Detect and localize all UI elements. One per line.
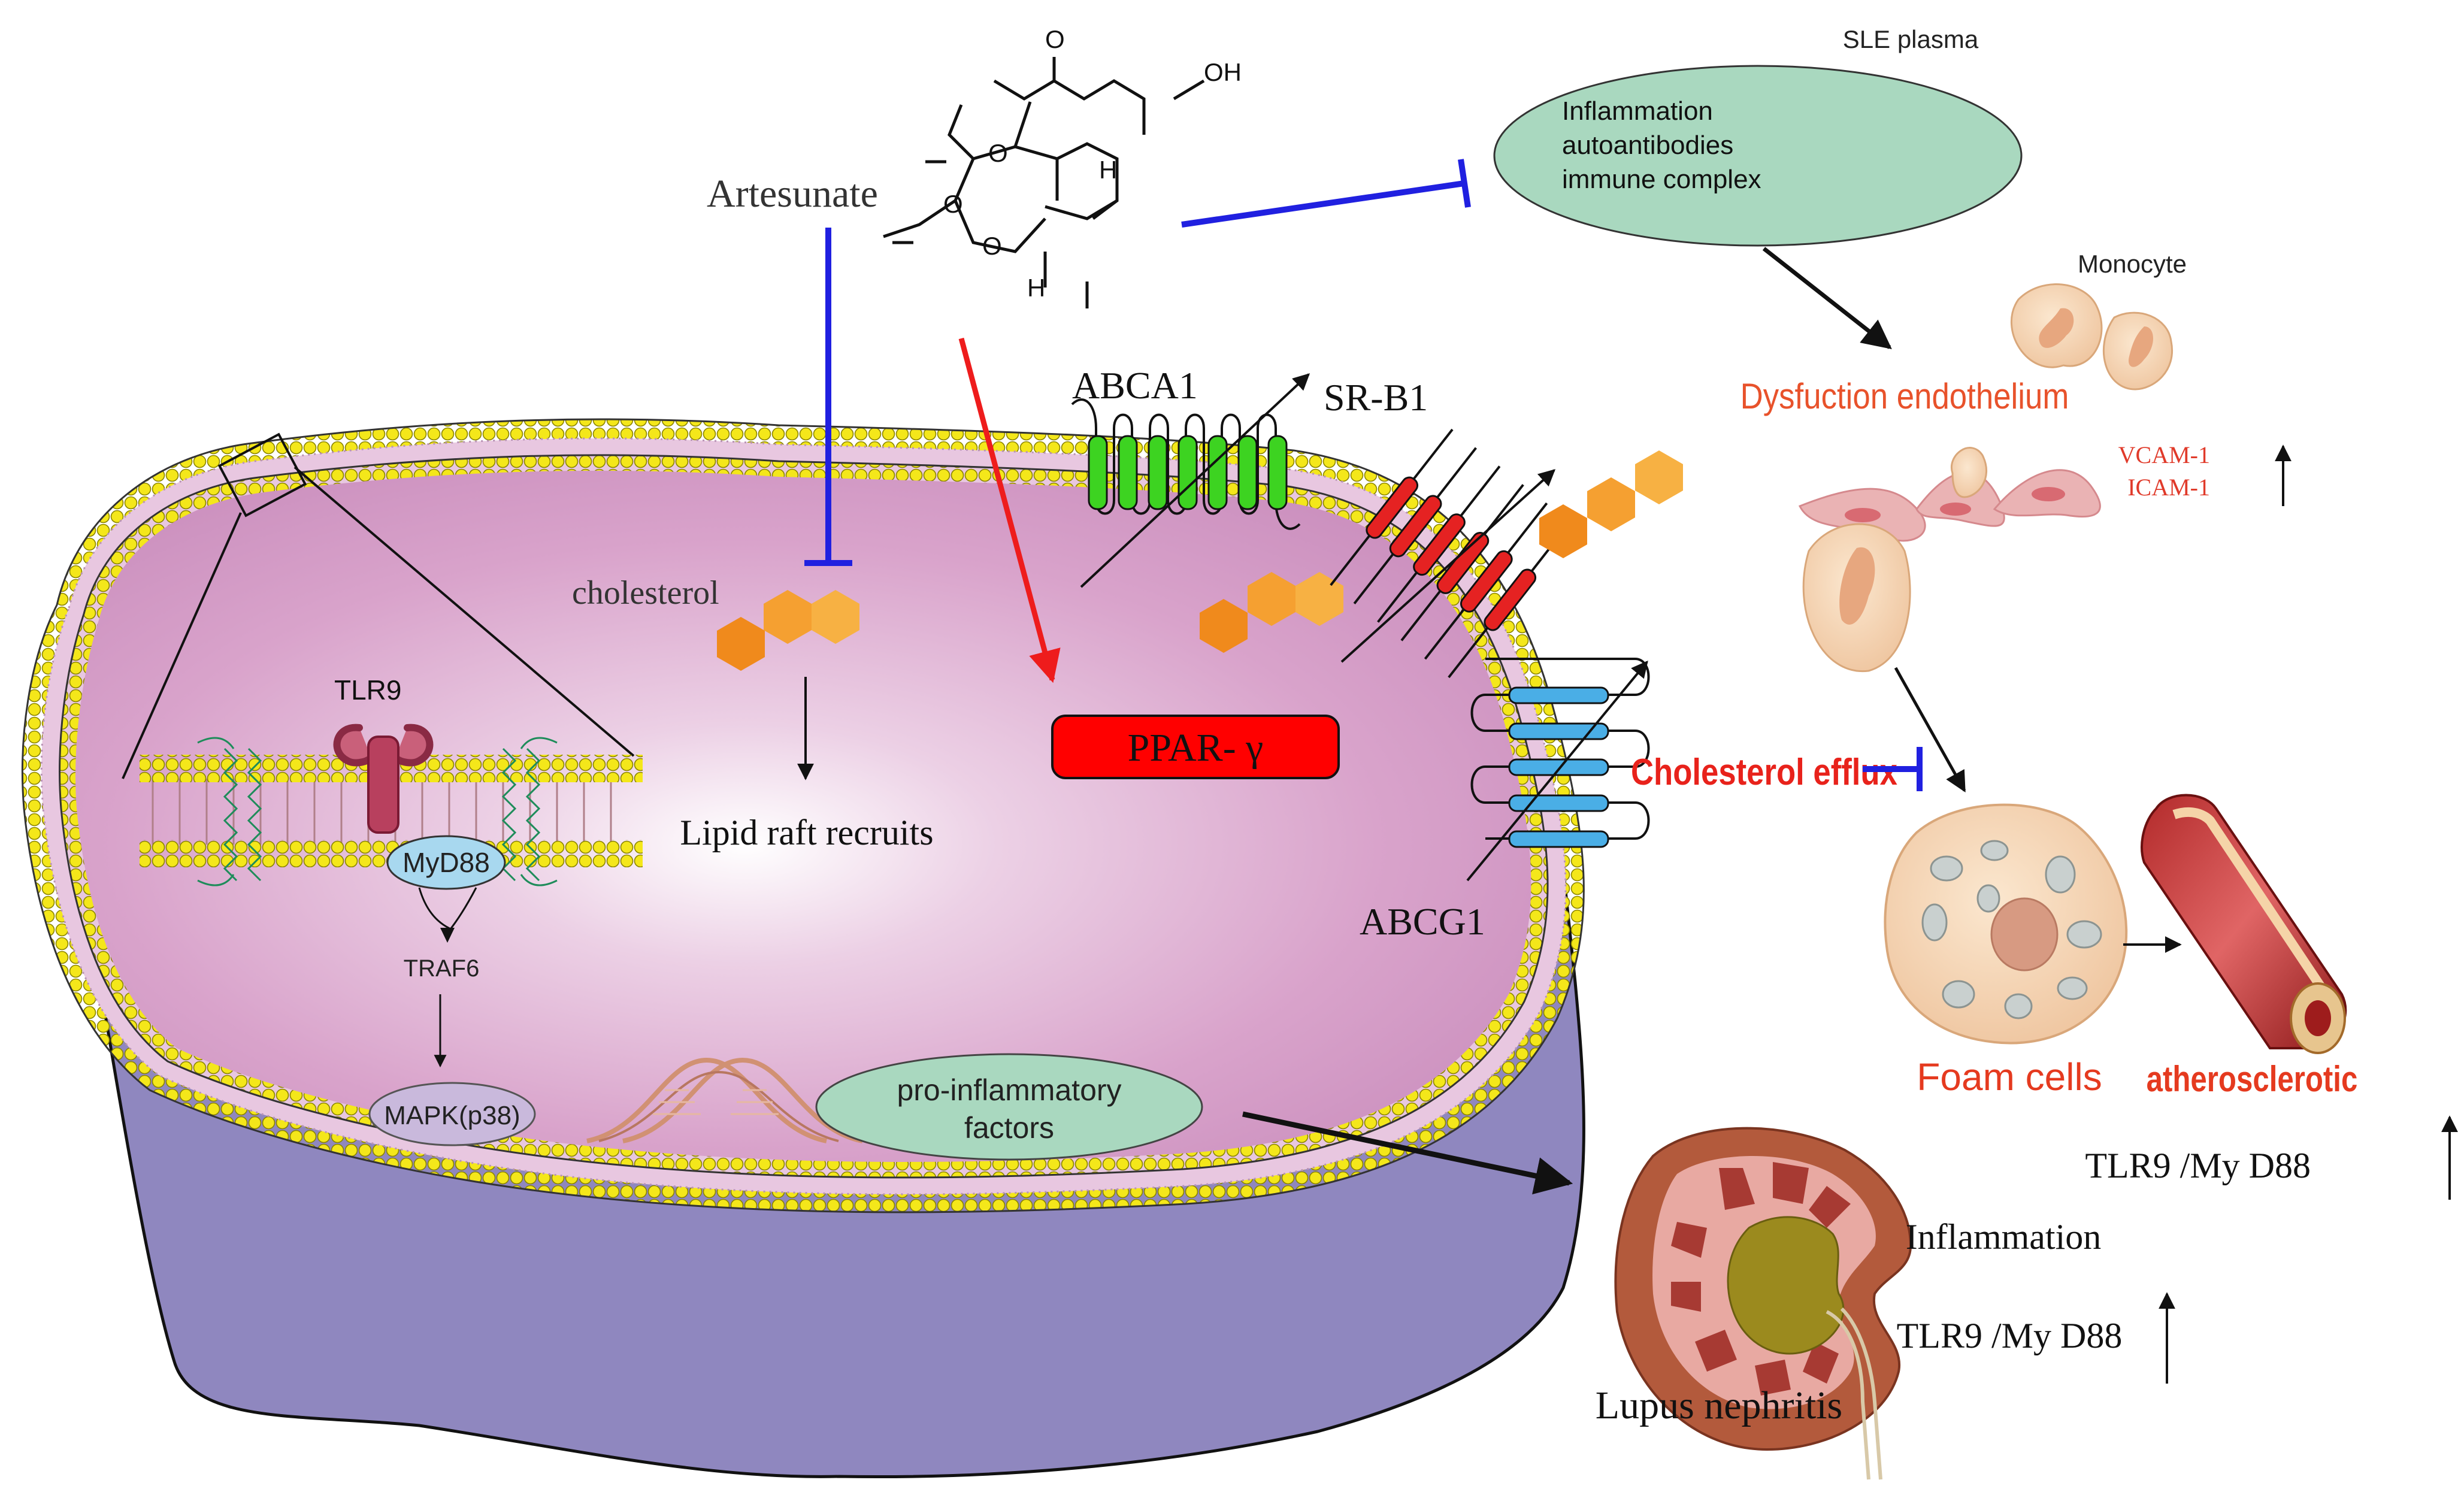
abca1-efflux-arrow [1080,373,1310,588]
sle-line-inflammation: Inflammation [1562,96,1713,126]
abcg1-transporter [1470,658,1650,848]
chem-label-o3: O [943,190,963,218]
mapk-bubble [368,1082,536,1146]
cell [21,418,1585,1479]
sle-plasma-label: SLE plasma [1843,25,1979,53]
chem-label-oh: OH [1204,58,1242,86]
monocyte-cell-icon [2011,283,2173,391]
artesunate-structure-icon [883,57,1205,308]
membrane-zoom [122,432,635,779]
traf6-label: TRAF6 [404,955,480,982]
zoom-box [217,432,307,518]
abcg1-efflux-arrow [1466,660,1648,882]
artesunate-inhibit-sle [1181,159,1471,228]
zoom-line-left [122,512,242,779]
dna-helix-icon [586,1057,863,1143]
artesunate-to-ppar-arrow [958,337,1061,683]
endothelium-cells-icon [1798,447,2101,673]
monocyte-label: Monocyte [2078,250,2187,278]
ppar-gamma-box [1051,715,1340,779]
dysfunction-endothelium-label: Dysfuction endothelium [1740,376,2069,416]
myd88-label: MyD88 [402,847,490,878]
kidney-icon [1614,1127,1912,1480]
abca1-transporter [1071,398,1301,530]
artesunate-inhibit-arrow [804,228,852,566]
tlr9-myd88-label-athero: TLR9 /My D88 [2085,1146,2311,1185]
cholesterol-molecule-out-icon [1539,450,1683,558]
abcg1-label: ABCG1 [1360,900,1485,943]
icam-label: ICAM-1 [2127,474,2210,501]
chem-label-h1: H [1099,156,1117,184]
atherosclerotic-label: atherosclerotic [2147,1058,2358,1099]
mapk-label: MAPK(p38) [384,1101,520,1130]
myd88-bubble [386,835,506,890]
endothelium-to-foam-arrow [1894,667,1966,793]
cholesterol-molecule-icon [717,590,859,671]
pro-inflammatory-bubble [815,1053,1203,1161]
atherosclerotic-vessel-icon [2141,794,2347,1054]
chem-label-o4: O [982,232,1002,260]
pro-inflammatory-to-kidney-arrow [1242,1111,1573,1195]
cell-cytoplasm [75,470,1531,1162]
lupus-nephritis-label: Lupus nephritis [1596,1384,1842,1427]
chem-label-h2: H [1027,274,1045,302]
foam-cells-label: Foam cells [1917,1055,2102,1098]
lipid-raft-label: Lipid raft recruits [680,813,933,852]
pro-inflammatory-label-line1: pro-inflammatory [897,1073,1121,1107]
chem-label-o1: O [1045,25,1065,53]
sle-plasma-bubble [1493,65,2023,247]
inflammation-label: Inflammation [1906,1217,2102,1257]
myd88-traf6-head [440,928,455,943]
srb1-transporter [1330,428,1572,679]
vcam-label: VCAM-1 [2118,441,2210,468]
tlr9-membrane-inset: TLR9 MyD88 TRAF6 MAPK(p38) [140,674,643,1146]
sle-line-immune-complex: immune complex [1562,165,1761,194]
foam-cell-icon [1884,803,2128,1045]
efflux-inhibit-arrow [1863,747,1923,791]
artesunate-label: Artesunate [707,172,878,216]
sle-line-autoantibodies: autoantibodies [1562,131,1733,160]
inset-transmembrane-helices [197,737,558,886]
cholesterol-efflux-label: Cholesterol efflux [1631,752,1897,793]
tlr9-label: TLR9 [334,674,401,706]
srb1-label: SR-B1 [1324,376,1428,419]
ppar-gamma-label: PPAR- γ [1128,726,1264,770]
zoom-line-right [293,466,635,757]
srb1-efflux-arrow [1340,469,1556,663]
cholesterol-label: cholesterol [572,574,719,612]
abca1-label: ABCA1 [1072,364,1198,407]
chem-label-o2: O [988,139,1008,167]
sle-to-endothelium-arrow [1762,247,1892,350]
pro-inflammatory-label-line2: factors [964,1111,1054,1145]
tlr9-receptor [333,724,434,834]
tlr9-myd88-label-kidney: TLR9 /My D88 [1897,1316,2123,1355]
